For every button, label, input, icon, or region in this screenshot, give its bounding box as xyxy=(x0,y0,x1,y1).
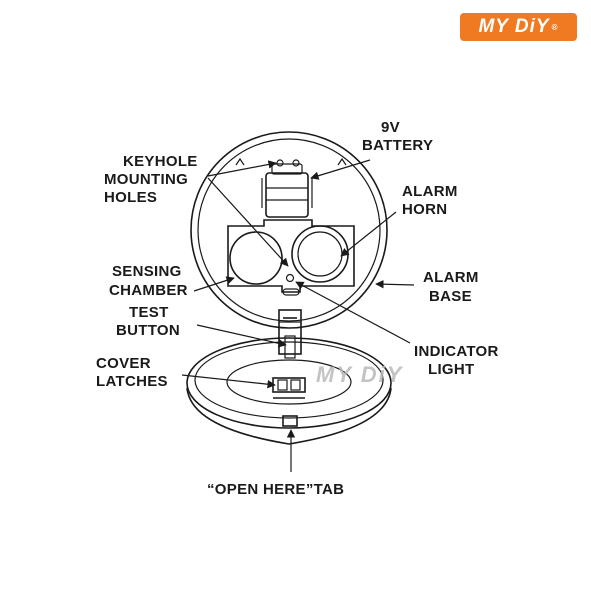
circuit-plate xyxy=(227,219,355,293)
hinge xyxy=(278,309,302,359)
svg-text:SENSING: SENSING xyxy=(112,263,182,280)
svg-text:BASE: BASE xyxy=(429,288,472,305)
cover-drawing xyxy=(186,337,392,445)
label-alarm-horn: ALARM HORN xyxy=(402,183,458,218)
svg-text:HORN: HORN xyxy=(402,201,447,218)
label-indicator-light: INDICATOR LIGHT xyxy=(414,343,499,378)
label-open-here-tab: “OPEN HERE”TAB xyxy=(207,481,344,498)
svg-text:LIGHT: LIGHT xyxy=(428,361,475,378)
brand-logo-text: MY DiY xyxy=(478,16,550,37)
svg-text:HOLES: HOLES xyxy=(104,189,157,206)
svg-text:KEYHOLE: KEYHOLE xyxy=(123,153,198,170)
leader-lines xyxy=(181,159,415,472)
svg-text:COVER: COVER xyxy=(96,355,151,372)
svg-text:INDICATOR: INDICATOR xyxy=(414,343,499,360)
battery-holder xyxy=(261,159,313,218)
label-test-button: TEST BUTTON xyxy=(116,304,180,339)
registered-mark: ® xyxy=(551,22,559,32)
svg-text:LATCHES: LATCHES xyxy=(96,373,168,390)
svg-text:ALARM: ALARM xyxy=(402,183,458,200)
sensing-chamber-drawing xyxy=(229,231,283,285)
cover-latch-drawing xyxy=(272,377,306,399)
watermark: MY DiY xyxy=(316,362,404,387)
open-here-tab-drawing xyxy=(282,415,298,427)
svg-text:9V: 9V xyxy=(381,119,400,136)
svg-text:BATTERY: BATTERY xyxy=(362,137,433,154)
label-battery: 9V BATTERY xyxy=(362,119,433,154)
indicator-light-drawing xyxy=(282,273,300,296)
brand-logo: MY DiY® xyxy=(460,13,577,41)
label-sensing-chamber: SENSING CHAMBER xyxy=(109,263,188,299)
svg-text:ALARM: ALARM xyxy=(423,269,479,286)
svg-text:“OPEN HERE”TAB: “OPEN HERE”TAB xyxy=(207,481,344,498)
svg-text:CHAMBER: CHAMBER xyxy=(109,282,188,299)
svg-text:BUTTON: BUTTON xyxy=(116,322,180,339)
svg-text:MOUNTING: MOUNTING xyxy=(104,171,188,188)
svg-text:TEST: TEST xyxy=(129,304,169,321)
label-alarm-base: ALARM BASE xyxy=(423,269,479,305)
alarm-base-drawing xyxy=(190,131,388,329)
alarm-horn-drawing xyxy=(291,225,349,283)
label-cover-latches: COVER LATCHES xyxy=(96,355,168,390)
label-keyhole-mounting-holes: KEYHOLE MOUNTING HOLES xyxy=(104,153,198,206)
